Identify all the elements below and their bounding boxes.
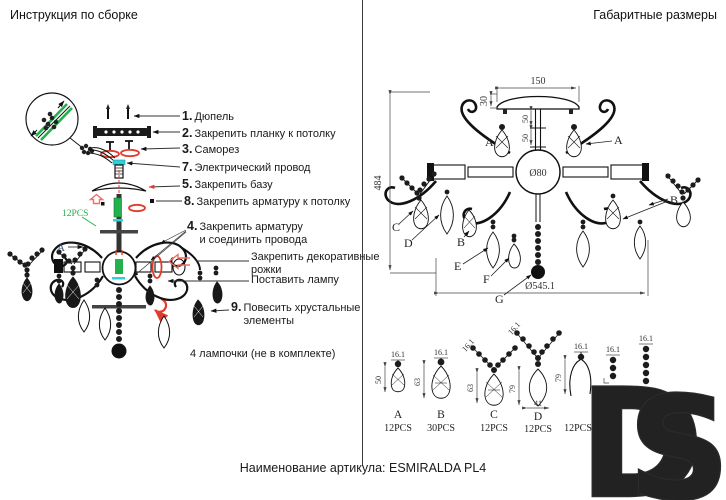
callout-e: E [454, 259, 461, 273]
detail-c-letter: C [490, 409, 498, 421]
lamp-red-mark [151, 255, 163, 279]
crystal-detail-a: 16.1 50 A 12PCS [374, 350, 412, 434]
detail-c-height: 63 [466, 384, 475, 392]
step-leaders [68, 113, 249, 313]
crystal-detail-g: 16.1 [639, 334, 653, 385]
crystal-detail-e: 16.1 79 12PCS [554, 342, 592, 434]
bottom-finial-ball [111, 343, 127, 359]
step-9: 9.Повесить хрустальные элементы [231, 300, 361, 327]
crystal-detail-f: 16.1 [603, 345, 620, 384]
left-panel-title: Инструкция по сборке [10, 8, 138, 22]
detail-b-letter: B [437, 409, 445, 421]
dim-canopy-height: 30 [479, 96, 490, 106]
callout-a-left: A [485, 135, 494, 149]
dimension-drawing: 150 30 484 50 50 Ø80 Ø545.1 [373, 76, 701, 435]
up-arrow-mark [88, 193, 105, 205]
magnifier-detail [25, 92, 85, 150]
callout-f: F [483, 272, 490, 286]
detail-g-pin: 16.1 [639, 334, 653, 343]
detail-b-qty: 30PCS [427, 423, 455, 434]
callout-b-right: B [670, 193, 678, 207]
fixture [384, 95, 701, 279]
panel-divider [362, 0, 363, 466]
dowel-parts [106, 104, 130, 119]
crystal-detail-b: 16.1 63 B 30PCS [413, 348, 455, 434]
pcs-note: 12PCS [62, 209, 88, 219]
dim-plate-width: 150 [531, 76, 546, 87]
right-panel-title: Габаритные размеры [593, 8, 717, 22]
logo-letter-s: S [628, 376, 726, 500]
detail-a-letter: A [394, 409, 403, 421]
arm-label-a: A [57, 242, 65, 254]
detail-d-letter: D [534, 411, 542, 423]
detail-a-pin: 16.1 [391, 350, 405, 359]
step-decor-horns: Закрепить декоративные рожки [251, 251, 380, 276]
dim-total-height: 484 [373, 176, 384, 191]
crystal-detail-c: 16.1 63 C 12PCS [460, 337, 518, 434]
dim-stem-upper: 50 [521, 115, 530, 123]
rod-highlight-green [113, 197, 122, 218]
wire-connector [112, 159, 126, 165]
step-2: 2.Закрепить планку к потолку [182, 126, 336, 140]
callout-arrows [398, 140, 669, 296]
dim-stem-lower: 50 [521, 134, 530, 142]
step-install-lamp: Поставить лампу [251, 274, 339, 286]
callout-a-right: A [614, 133, 623, 147]
step-4: 4.Закрепить арматуру и соединить провода [187, 219, 308, 246]
hanging-crystals [7, 246, 223, 359]
detail-e-pin: 16.1 [574, 342, 588, 351]
dimension-lines [388, 86, 649, 296]
detail-c-pin: 16.1 [460, 337, 476, 353]
callout-b-mid: B [457, 235, 465, 249]
detail-f-pin: 16.1 [606, 345, 620, 354]
detail-d-pin: 16.1 [506, 320, 522, 336]
dim-finial-ball [531, 265, 545, 279]
logo-letter-d: D [579, 376, 704, 500]
note-lamps-not-included: 4 лампочки (не в комплекте) [190, 348, 336, 360]
step-3: 3.Саморез [182, 142, 240, 156]
detail-d-height: 79 [508, 385, 517, 393]
step-1: 1.Дюпель [182, 109, 234, 123]
detail-d-qty: 12PCS [524, 424, 552, 435]
callout-d: D [404, 236, 413, 250]
step-8: 8.Закрепить арматуру к потолку [184, 194, 351, 208]
lamp-bulb [172, 258, 186, 276]
dim-overall-diameter: Ø545.1 [525, 281, 555, 292]
detail-e-qty: 12PCS [564, 423, 592, 434]
callout-g: G [495, 292, 504, 306]
brand-logo: D S [578, 376, 726, 500]
detail-c-qty: 12PCS [480, 423, 508, 434]
mounting-bar [93, 126, 151, 138]
assembly-drawing: 12PCS A [7, 92, 249, 359]
decor-arrow-mark [167, 253, 190, 270]
callout-c: C [392, 220, 400, 234]
rotate-mark [128, 203, 146, 213]
detail-b-pin: 16.1 [434, 348, 448, 357]
detail-e-height: 79 [554, 374, 563, 382]
step-7: 7.Электрический провод [182, 160, 311, 174]
dim-hub-diameter: Ø80 [529, 168, 546, 179]
step-5: 5.Закрепить базу [182, 177, 273, 191]
detail-a-qty: 12PCS [384, 423, 412, 434]
detail-a-height: 50 [374, 376, 383, 384]
article-caption: Наименование артикула: ESMIRALDA PL4 [239, 461, 487, 475]
detail-b-height: 63 [413, 378, 422, 386]
detail-d-width: 41 [534, 399, 542, 408]
rotate-lamp-mark [154, 297, 169, 323]
rod-and-base [88, 164, 154, 252]
